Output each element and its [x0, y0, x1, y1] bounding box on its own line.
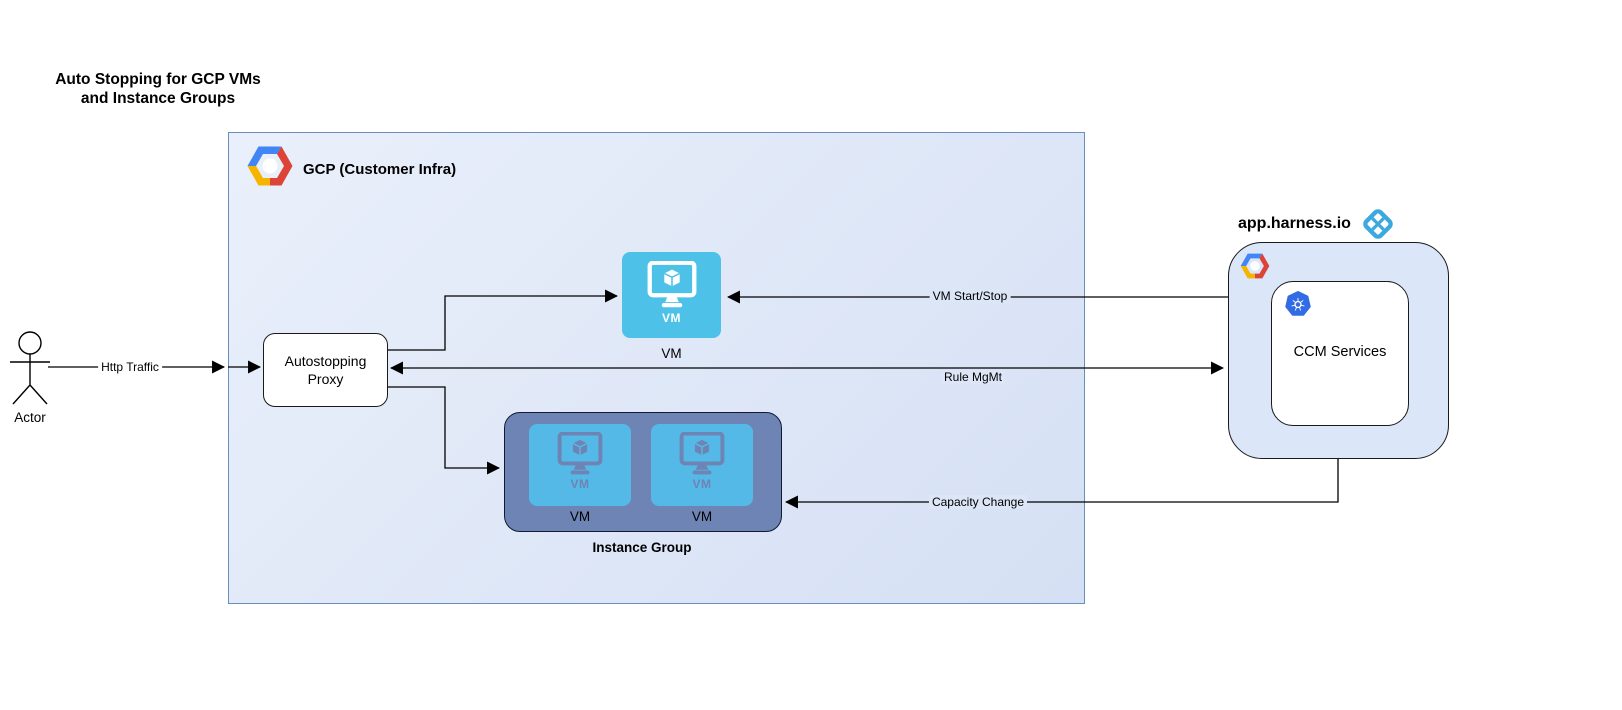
- harness-logo-icon: [1363, 209, 1393, 239]
- edge-label-rule-mgmt: Rule MgMt: [940, 370, 1006, 384]
- vm-node: VM: [622, 252, 721, 338]
- vm-monitor-icon: [679, 432, 725, 475]
- gcp-box-label: GCP (Customer Infra): [303, 161, 457, 178]
- instance-group-node: VM VM VM VM: [504, 412, 782, 532]
- harness-domain-label: app.harness.io: [1238, 215, 1351, 232]
- actor-figure: [10, 331, 50, 405]
- autostopping-proxy-label: Autostopping Proxy: [284, 353, 367, 387]
- instance-group-label: Instance Group: [592, 540, 692, 555]
- harness-container-box: CCM Services: [1228, 242, 1449, 459]
- vm-monitor-icon: [647, 261, 696, 308]
- page-title-line1: Auto Stopping for GCP VMs: [55, 71, 261, 88]
- vm-icon-text: VM: [570, 477, 590, 491]
- vm-monitor-icon: [557, 432, 603, 475]
- instance-group-vm-tile: VM: [529, 424, 631, 506]
- harness-header: app.harness.io: [1238, 204, 1396, 244]
- vm-node-label: VM: [661, 346, 682, 361]
- actor-label: Actor: [14, 410, 46, 425]
- ccm-services-node: CCM Services: [1271, 281, 1409, 426]
- instance-group-vm-label: VM: [569, 509, 591, 524]
- vm-icon-text: VM: [662, 311, 681, 325]
- vm-icon-text: VM: [692, 477, 712, 491]
- gcp-logo-icon: [247, 146, 293, 186]
- page-title-line2: and Instance Groups: [80, 90, 236, 107]
- autostopping-proxy-node: Autostopping Proxy: [263, 333, 388, 407]
- instance-group-vm-label: VM: [691, 509, 713, 524]
- edge-label-vm-start-stop: VM Start/Stop: [929, 289, 1011, 303]
- gcp-logo-icon: [1240, 253, 1270, 279]
- edge-label-http-traffic: Http Traffic: [98, 360, 162, 374]
- edge-label-capacity-change: Capacity Change: [928, 495, 1028, 509]
- kubernetes-icon: [1285, 291, 1311, 316]
- instance-group-vm-tile: VM: [651, 424, 753, 506]
- page-title: Auto Stopping for GCP VMs and Instance G…: [38, 70, 278, 108]
- ccm-services-label: CCM Services: [1293, 344, 1387, 360]
